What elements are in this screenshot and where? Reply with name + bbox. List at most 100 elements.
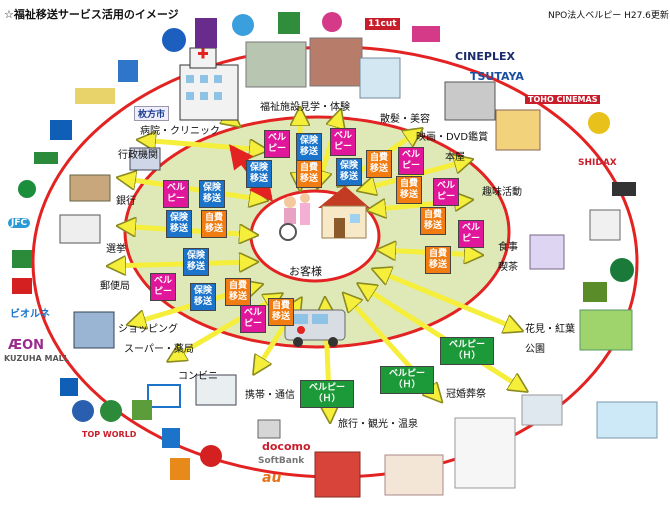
logo-mark-icon [18, 180, 36, 198]
logo-cineplex: CINEPLEX [455, 50, 515, 63]
tag-self: 自費移送 [396, 176, 422, 204]
onsen-icon [384, 454, 444, 496]
tag-insurance: 保険移送 [183, 248, 209, 276]
circle-k-icon [200, 445, 222, 467]
tag-bell: ベルピー [150, 273, 176, 301]
logo-mark-icon [50, 120, 72, 140]
shopping-mall-icon [73, 311, 115, 349]
tag-insurance: 保険移送 [190, 283, 216, 311]
update-credit: NPO法人ベルピー H27.6更新 [548, 11, 669, 21]
label-park-2: 公園 [525, 344, 545, 355]
tag-self: 自費移送 [268, 298, 294, 326]
logo-mark-icon [162, 28, 186, 52]
welfare-photo-2 [309, 37, 363, 87]
logo-mark-icon [118, 60, 138, 82]
tag-bell-h: ベルピー（Ｈ） [380, 366, 434, 394]
logo-mark-icon [612, 182, 636, 196]
label-post: 郵便局 [100, 281, 130, 292]
logo-tsutaya: TSUTAYA [470, 70, 524, 83]
logo-mark-icon [100, 400, 122, 422]
label-travel: 旅行・観光・温泉 [338, 419, 418, 430]
page-title: ☆福祉移送サービス活用のイメージ [4, 8, 179, 21]
logo-mark-icon [162, 428, 180, 448]
film-projector-icon [444, 81, 496, 121]
tag-bell: ベルピー [264, 130, 290, 158]
hanami-icon [579, 309, 633, 351]
logo-jfc: JFC [8, 218, 31, 228]
logo-mark-icon [34, 152, 58, 164]
tag-self: 自費移送 [296, 160, 322, 188]
logo-mark-icon [195, 18, 217, 48]
label-food-2: 喫茶 [498, 262, 518, 273]
shopping-cart-icon [147, 384, 181, 408]
logo-docomo: docomo [262, 440, 311, 453]
tag-insurance: 保険移送 [199, 180, 225, 208]
label-mobile: 携帯・通信 [245, 390, 295, 401]
label-hospital: 病院・クリニック [140, 126, 220, 137]
welfare-photo-1 [245, 41, 307, 88]
tag-bell: ベルピー [330, 128, 356, 156]
wheelchair-user-icon [279, 193, 310, 241]
books-icon [495, 109, 541, 151]
logo-mark-icon [583, 282, 607, 302]
tag-bell-h: ベルピー（Ｈ） [440, 337, 494, 365]
label-movie: 映画・DVD鑑賞 [416, 132, 489, 143]
logo-mark-icon [12, 250, 32, 268]
label-park-1: 花見・紅葉 [525, 324, 575, 335]
tag-bell: ベルピー [458, 220, 484, 248]
tag-self: 自費移送 [225, 278, 251, 306]
label-wedding: 冠婚葬祭 [446, 389, 486, 400]
tag-self: 自費移送 [201, 210, 227, 238]
center-label: お客様 [289, 265, 322, 278]
bank-building-icon [69, 174, 111, 202]
logo-mark-icon [72, 400, 94, 422]
logo-shidax: SHIDAX [578, 158, 617, 168]
ballot-box-icon [59, 214, 101, 244]
label-beauty: 散髪・美容 [380, 114, 430, 125]
logo-mark-icon [588, 112, 610, 134]
tag-insurance: 保険移送 [336, 158, 362, 186]
logo-mark-icon [232, 14, 254, 36]
tag-self: 自費移送 [420, 207, 446, 235]
convenience-store-icon [195, 374, 237, 406]
logo-mark-icon [60, 378, 78, 396]
label-shopping-2: スーパー・薬局 [124, 344, 194, 355]
label-books: 本屋 [445, 152, 465, 163]
wedding-icon [454, 417, 516, 489]
temple-icon [314, 451, 361, 498]
logo-hirakata: 枚方市 [134, 106, 170, 121]
label-shopping-1: ショッピング [118, 324, 178, 335]
logo-mark-icon [322, 12, 342, 32]
logo-aeon: ÆON [8, 338, 45, 353]
tag-bell: ベルピー [398, 147, 424, 175]
logo-mark-icon [132, 400, 152, 420]
hospital-building-icon [179, 47, 239, 121]
logo-mark-icon [278, 12, 300, 34]
logo-topworld: TOP WORLD [82, 430, 137, 439]
cafe-icon [529, 234, 565, 270]
logo-softbank: SoftBank [258, 456, 305, 466]
house-icon [318, 186, 370, 239]
government-building-icon [129, 147, 161, 171]
logo-mark-icon [412, 26, 440, 42]
tag-bell: ベルピー [433, 178, 459, 206]
label-government: 行政機関 [118, 150, 158, 161]
seven-eleven-icon [170, 458, 190, 480]
label-bank: 銀行 [116, 196, 136, 207]
tag-insurance: 保険移送 [246, 160, 272, 188]
park-icon [596, 401, 658, 439]
label-hobby: 趣味活動 [482, 187, 522, 198]
tag-bell: ベルピー [240, 305, 266, 333]
tag-self: 自費移送 [425, 246, 451, 274]
tag-insurance: 保険移送 [166, 210, 192, 238]
logo-mark-icon [12, 278, 32, 294]
tag-bell-h: ベルピー（Ｈ） [300, 380, 354, 408]
starbucks-icon [610, 258, 634, 282]
label-election: 選挙 [106, 244, 126, 255]
logo-au: au [262, 470, 282, 486]
logo-mark-icon [75, 88, 115, 104]
label-convenience: コンビニ [178, 371, 218, 382]
logo-toho: TOHO CINEMAS [525, 95, 601, 104]
logo-kuzuha: KUZUHA MALL [4, 354, 69, 363]
